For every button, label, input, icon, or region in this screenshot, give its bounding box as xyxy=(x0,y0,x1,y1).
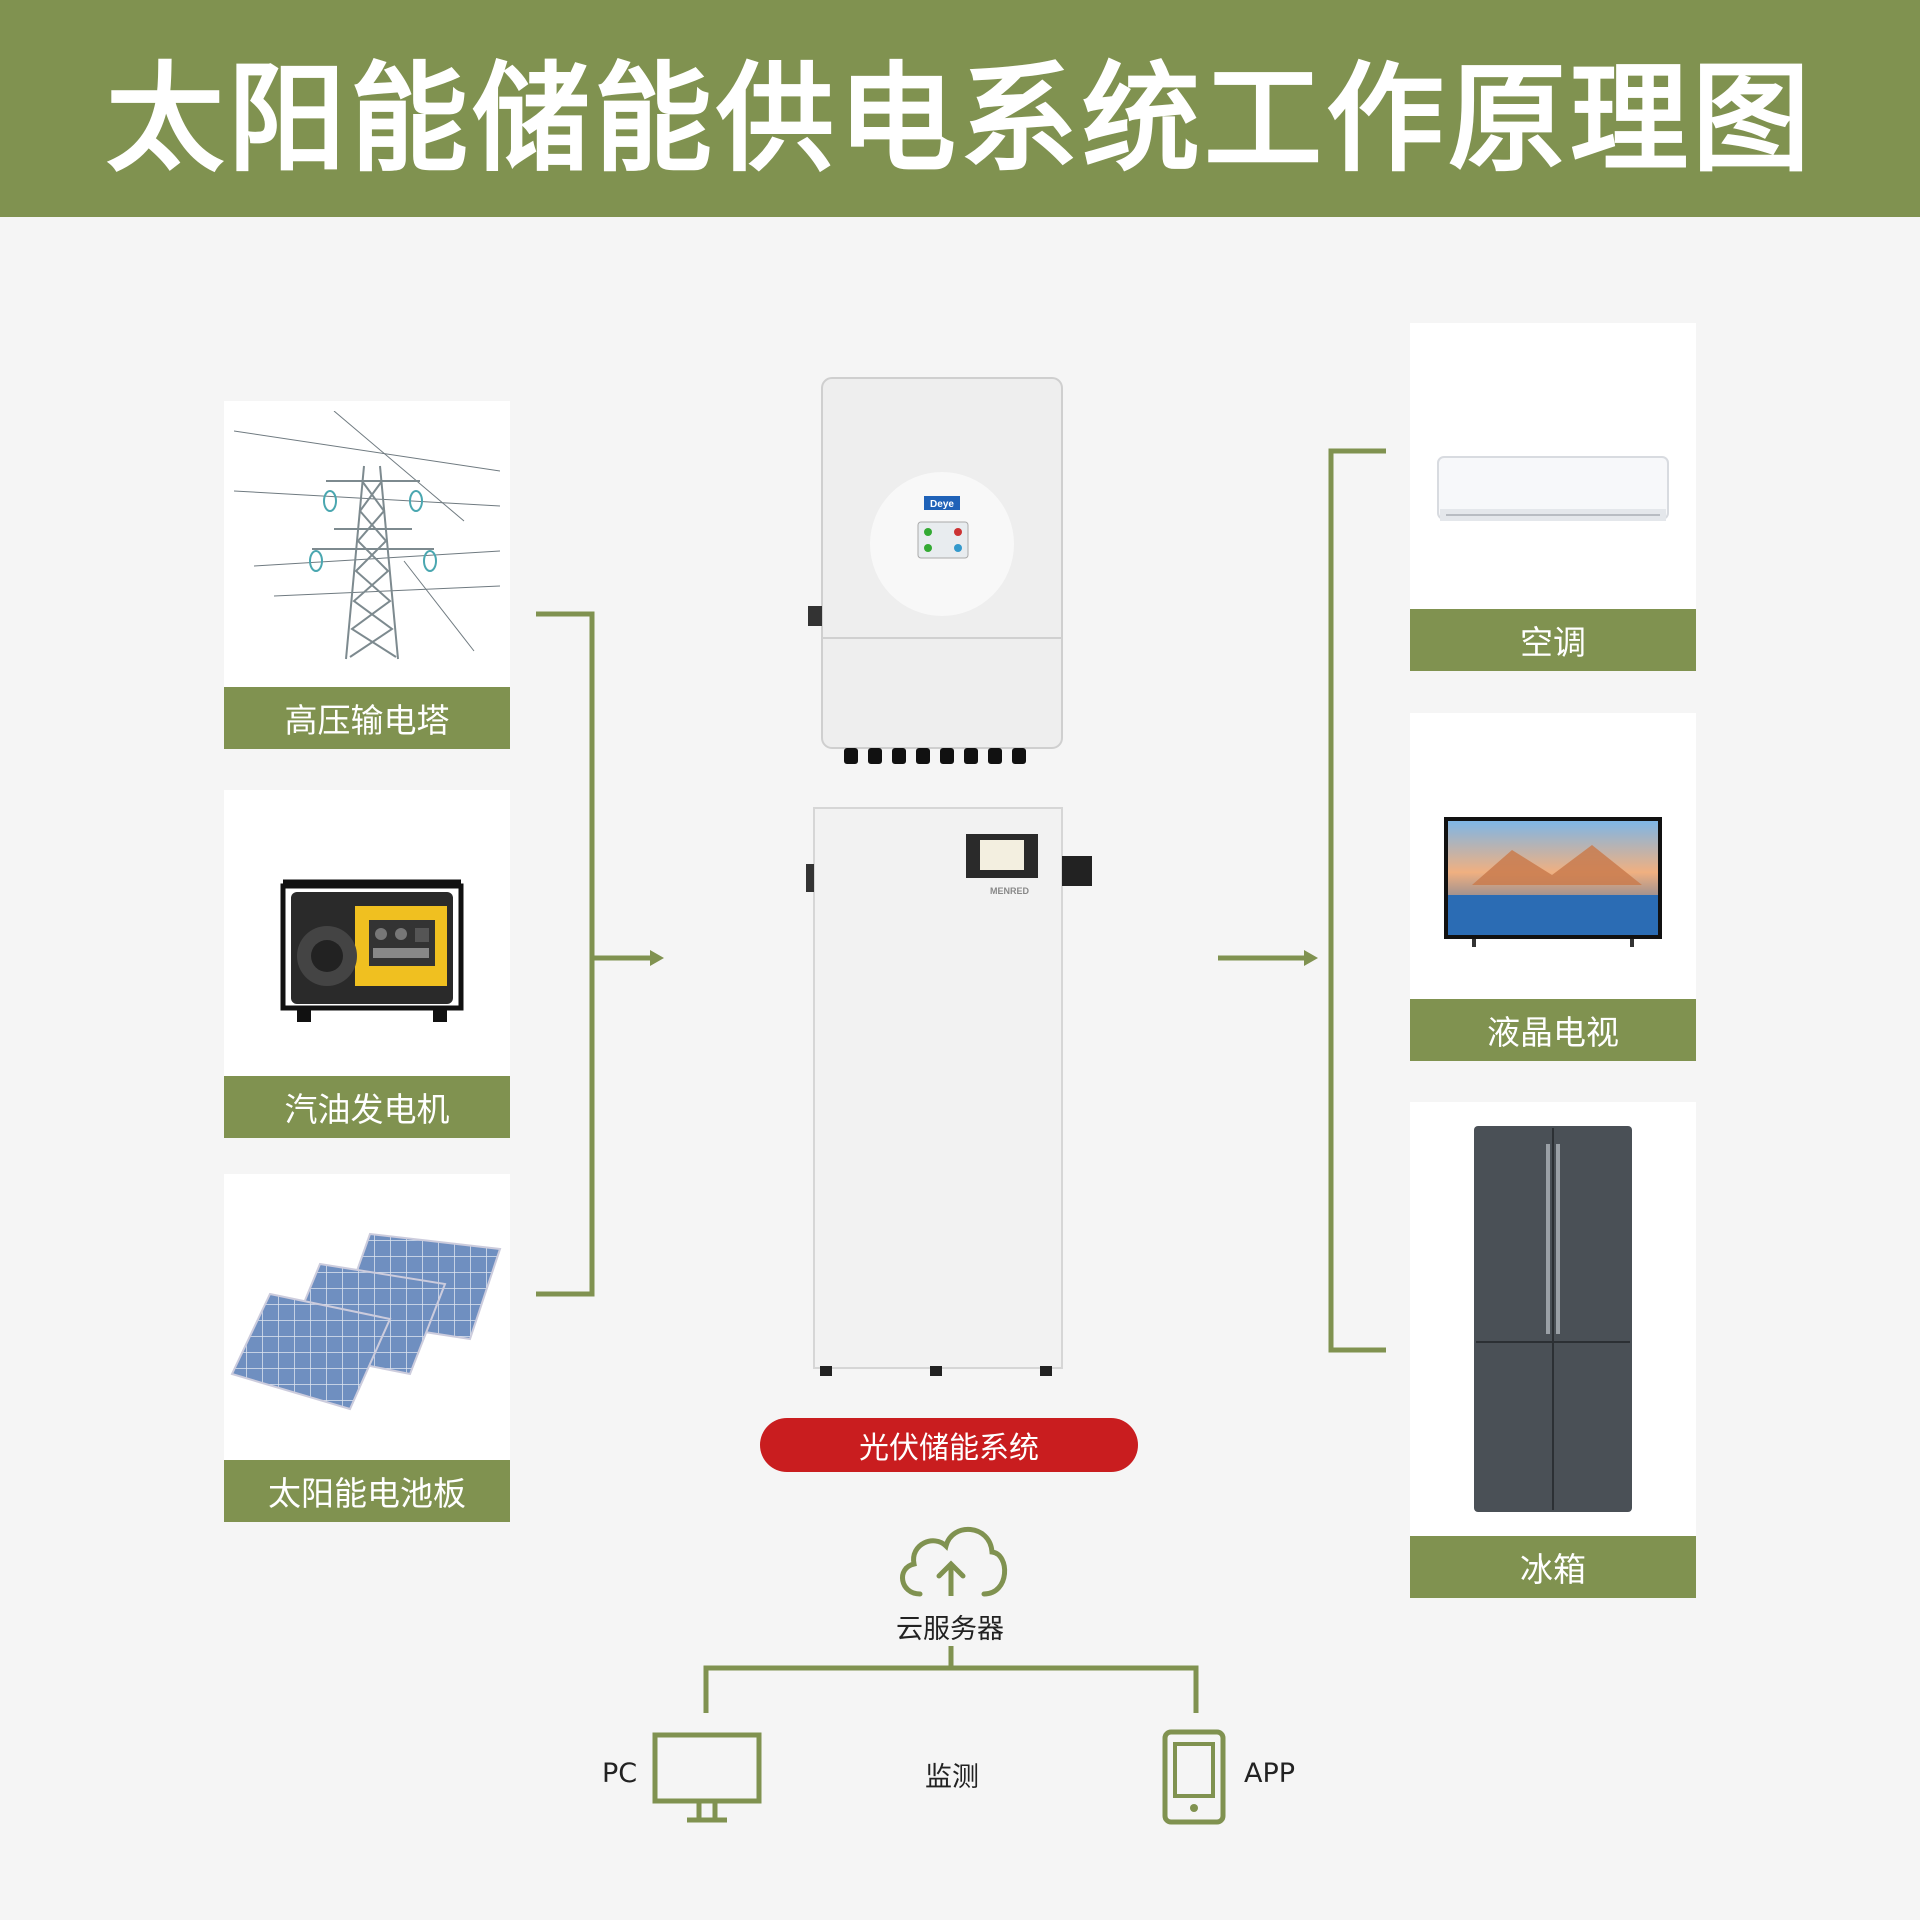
source-label-power-tower: 高压输电塔 xyxy=(224,687,510,749)
pc-label: PC xyxy=(602,1758,638,1789)
battery-cabinet-icon: MENRED xyxy=(806,807,1092,1376)
source-label-solar-panel: 太阳能电池板 xyxy=(224,1460,510,1522)
load-label-tv: 液晶电视 xyxy=(1410,999,1696,1061)
pc-monitor-icon xyxy=(652,1732,762,1823)
solar-panel-icon xyxy=(230,1232,502,1411)
power-tower-card: 高压输电塔 xyxy=(224,401,510,749)
load-label-air-conditioner: 空调 xyxy=(1410,609,1696,671)
inverter-brand: Deye xyxy=(930,499,954,510)
solar-panel-card: 太阳能电池板 xyxy=(224,1174,510,1522)
inverter-icon: Deye xyxy=(808,377,1063,764)
generator-card: 汽油发电机 xyxy=(224,790,510,1138)
air-conditioner-card: 空调 xyxy=(1410,323,1696,671)
tv-card: 液晶电视 xyxy=(1410,713,1696,1061)
refrigerator-icon xyxy=(1474,1126,1632,1512)
source-label-generator: 汽油发电机 xyxy=(224,1076,510,1138)
monitor-label: 监测 xyxy=(925,1762,979,1793)
phone-icon xyxy=(1162,1729,1226,1825)
tv-icon xyxy=(1444,817,1662,947)
air-conditioner-icon xyxy=(1437,456,1669,521)
cloud-icon xyxy=(900,1527,1007,1597)
title-banner: 太阳能储能供电系统工作原理图 xyxy=(0,0,1920,217)
refrigerator-card: 冰箱 xyxy=(1410,1102,1696,1598)
battery-brand: MENRED xyxy=(990,886,1030,896)
app-label: APP xyxy=(1244,1758,1296,1789)
system-label: 光伏储能系统 xyxy=(760,1418,1138,1472)
page-title: 太阳能储能供电系统工作原理图 xyxy=(105,50,1814,188)
power-tower-icon xyxy=(234,411,500,660)
generator-icon xyxy=(280,879,464,1022)
load-label-refrigerator: 冰箱 xyxy=(1410,1536,1696,1598)
cloud-server-label: 云服务器 xyxy=(896,1614,1004,1645)
